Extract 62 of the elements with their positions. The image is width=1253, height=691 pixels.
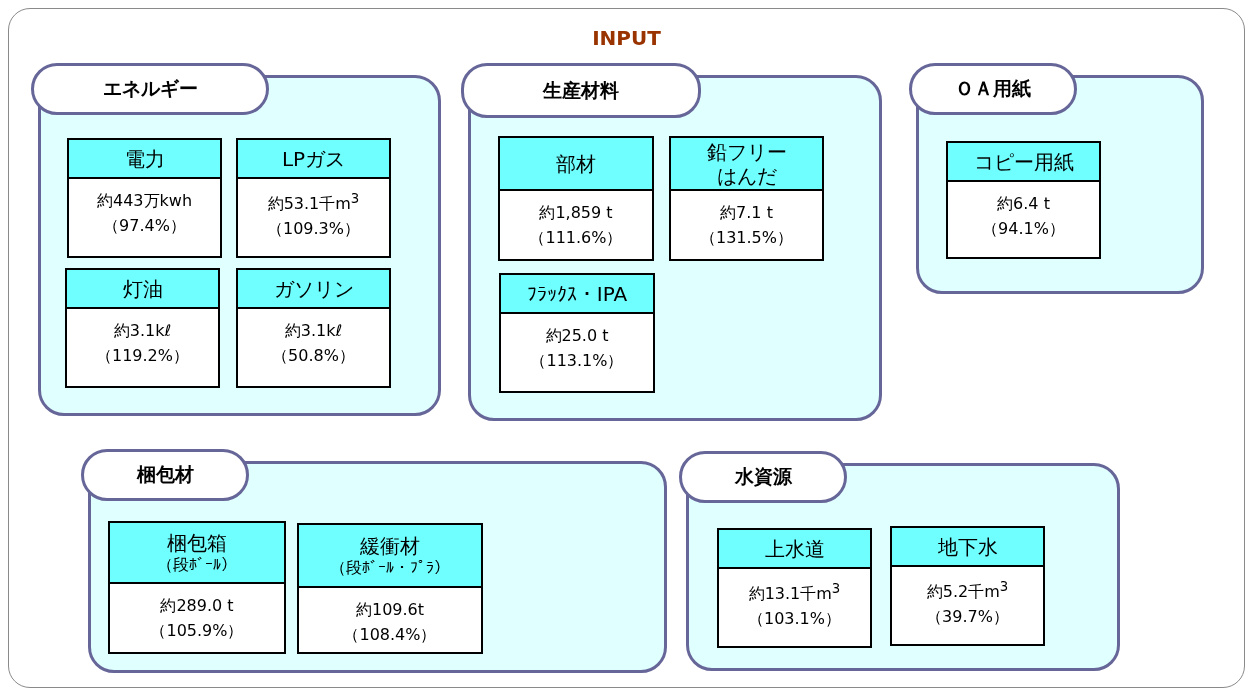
data-card [67,138,222,258]
header-text: LPガス [281,146,346,171]
header-text: 電力 [124,146,165,171]
percent-text: （131.5%） [700,226,793,249]
data-card [890,526,1045,646]
header-text: 部材 [556,151,596,176]
value-text: 約3.1kℓ [113,320,172,342]
data-card [499,273,655,393]
value-text: 約53.1千m$^{3}$ [267,190,360,216]
header-text: 緩衝材 [360,533,420,558]
percent-text: （109.3%） [267,218,360,241]
header-text: コピー用紙 [973,149,1074,174]
group-panel [679,451,1120,671]
data-card [946,141,1101,259]
value-text: 約443万kwh [97,190,192,212]
percent-text: （103.1%） [748,608,841,631]
data-card [108,521,286,654]
value-text: 約109.6t [355,599,425,621]
data-card [236,268,391,388]
header-text: ガソリン [273,276,354,301]
value-text: 約13.1千m$^{3}$ [748,580,841,606]
data-card [669,136,824,261]
group-panel [31,63,441,416]
value-text: 約289.0 t [160,595,234,617]
data-card [236,138,391,258]
value-text: 約5.2千m$^{3}$ [926,578,1009,604]
header-text: 灯油 [122,276,163,301]
data-card [297,523,483,654]
header-text: 梱包箱 [167,530,227,555]
percent-text: （50.8%） [272,344,355,367]
data-card [498,136,654,261]
header-text: 地下水 [937,534,998,559]
header-text: ﾌﾗｯｸｽ・IPA [526,281,628,306]
value-text: 約7.1 t [720,202,773,224]
percent-text: （94.1%） [982,217,1065,240]
header-subtext: （段ﾎﾞｰﾙ） [157,554,237,575]
percent-text: （113.1%） [530,349,624,372]
group-tab: ＯＡ用紙 [909,63,1077,115]
percent-text: （97.4%） [103,214,186,237]
value-text: 約25.0 t [545,325,609,347]
value-text: 約1,859 t [539,202,613,224]
group-tab: 生産材料 [461,63,701,118]
percent-text: （105.9%） [150,619,244,642]
group-panel [461,63,882,421]
header-subtext: （段ﾎﾞｰﾙ・ﾌﾟﾗ） [330,557,450,578]
value-text: 約6.4 t [997,193,1050,215]
group-tab: エネルギー [31,63,269,115]
header-text: 鉛フリーはんだ [705,139,788,188]
group-panel [909,63,1204,294]
percent-text: （111.6%） [529,226,623,249]
group-tab: 水資源 [679,451,847,503]
percent-text: （119.2%） [96,344,189,367]
frame [8,8,1245,688]
percent-text: （108.4%） [343,623,437,646]
group-tab: 梱包材 [81,449,249,501]
percent-text: （39.7%） [926,606,1009,629]
data-card [717,528,872,648]
data-card [65,268,220,388]
group-panel [81,449,667,673]
title-text: INPUT [592,26,661,50]
value-text: 約3.1kℓ [284,320,343,342]
header-text: 上水道 [764,536,825,561]
